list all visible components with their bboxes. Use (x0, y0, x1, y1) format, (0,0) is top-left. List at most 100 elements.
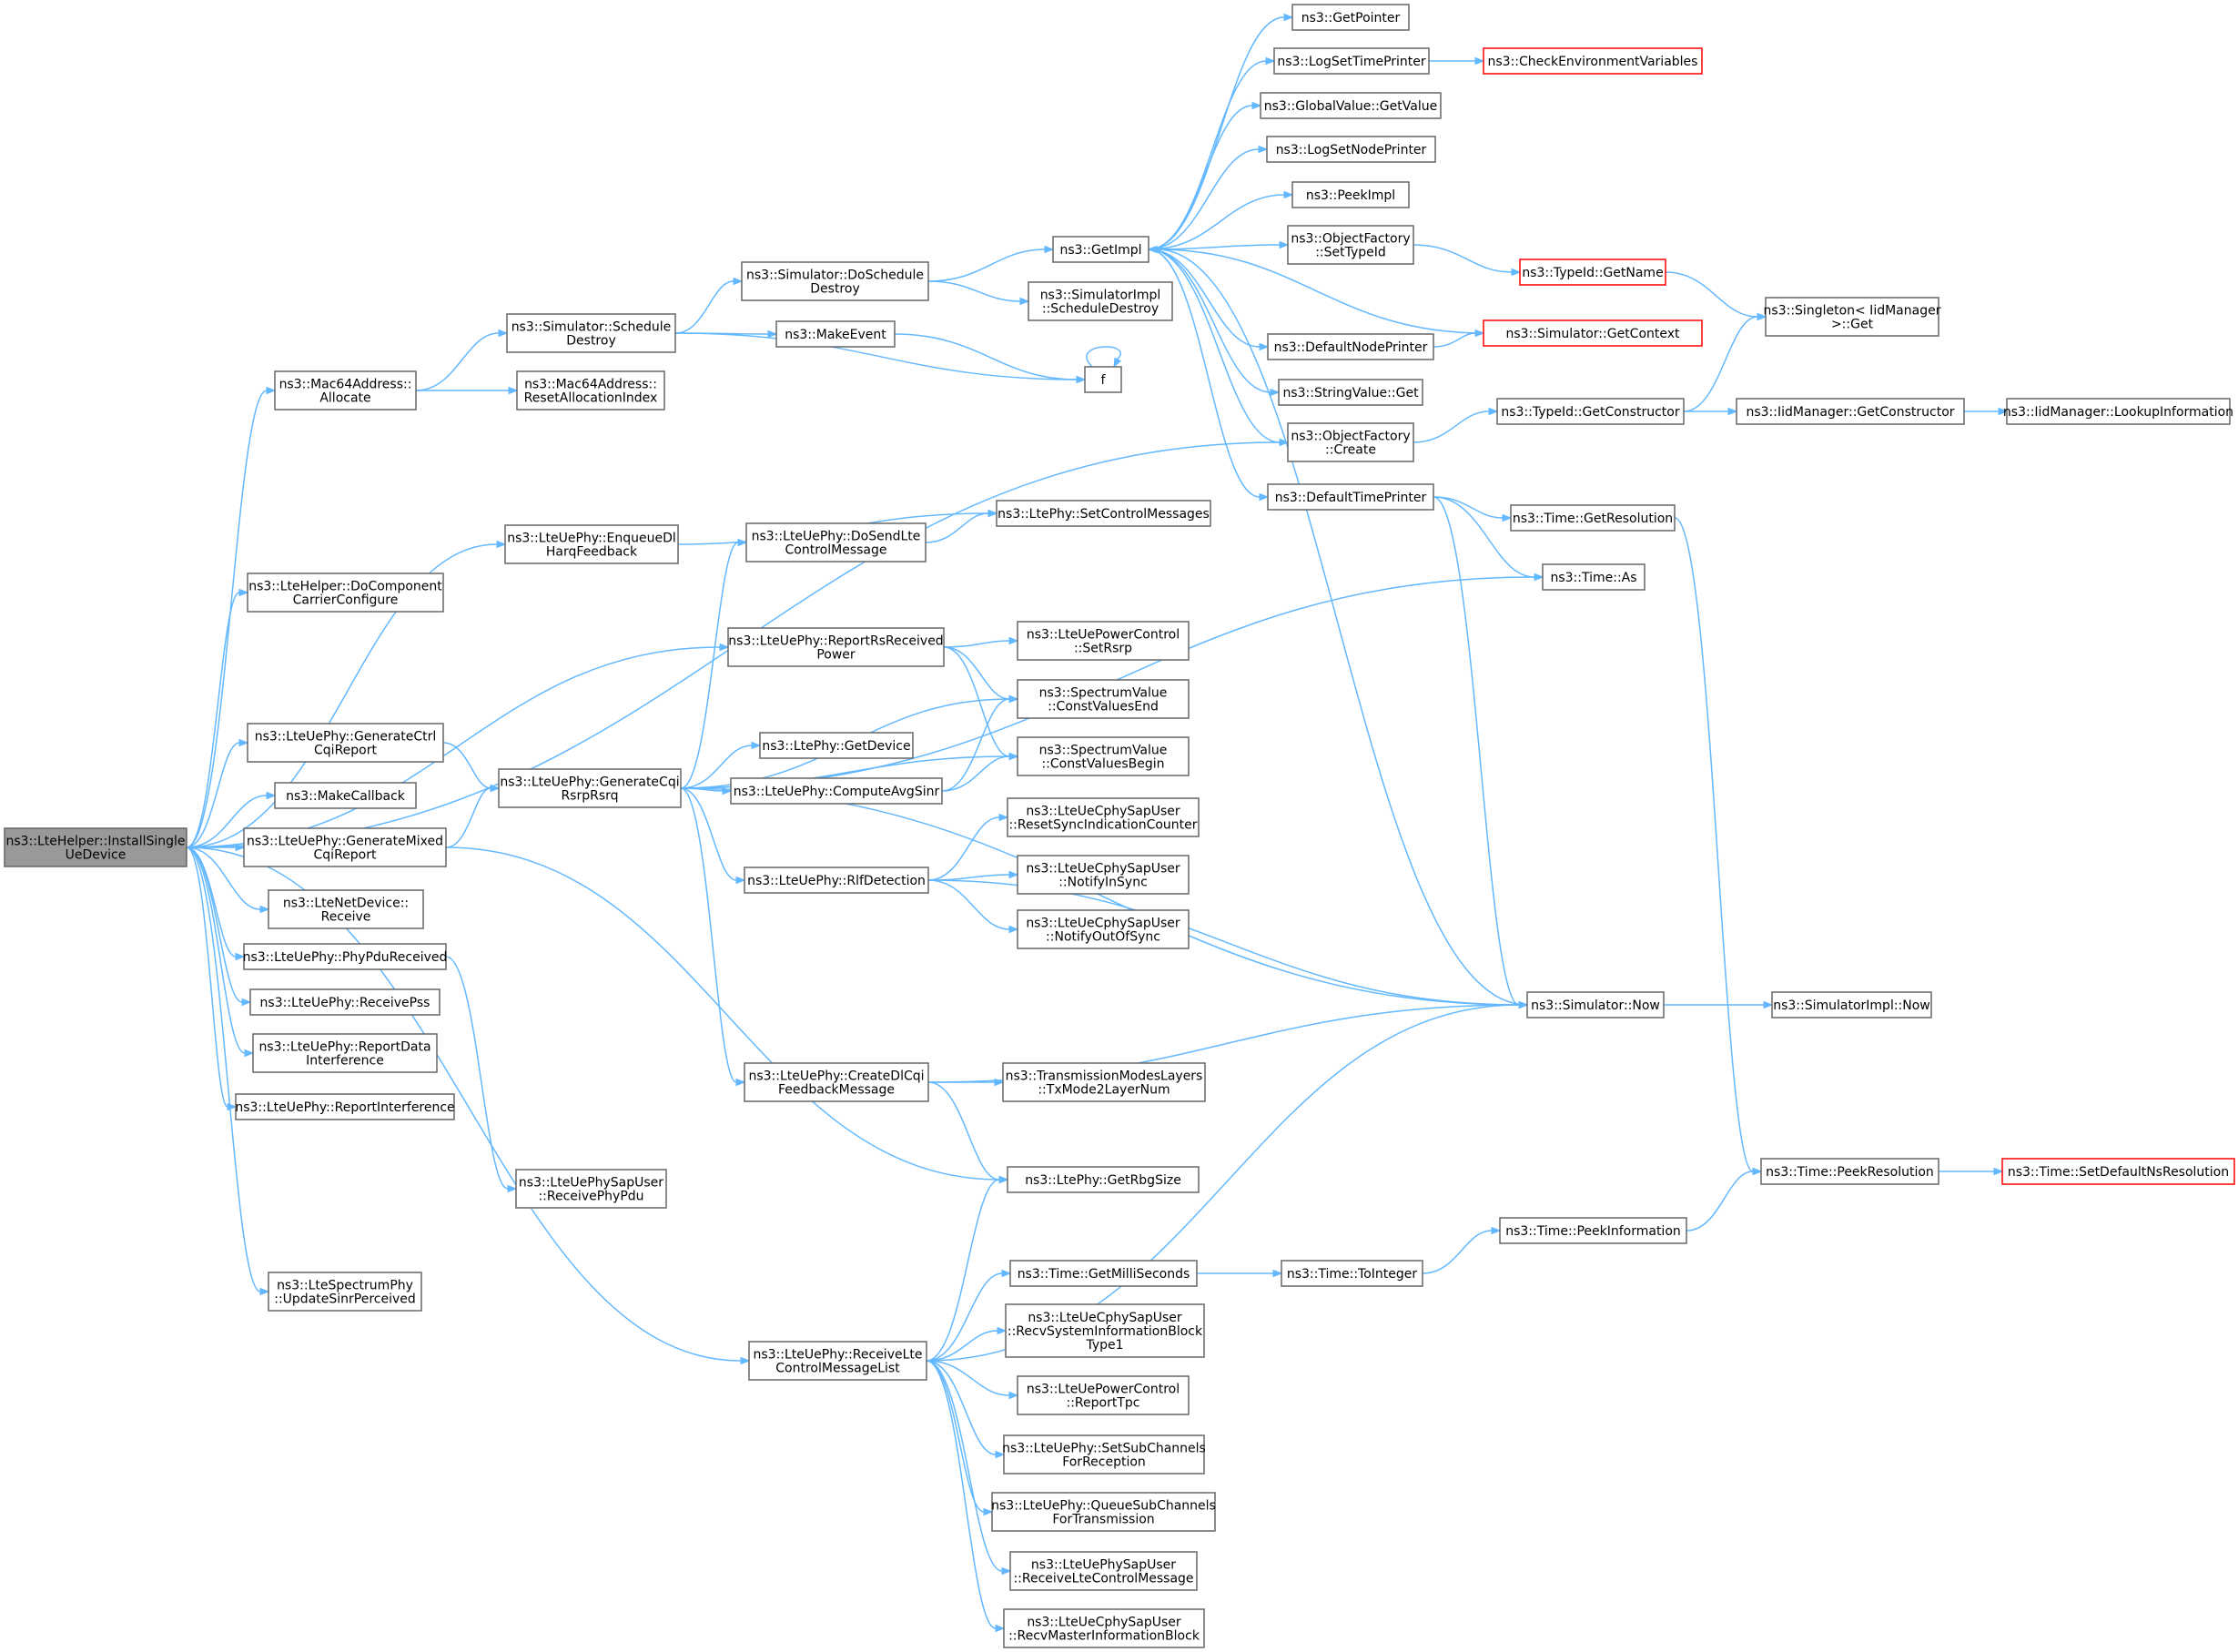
node-reporttpc[interactable]: ns3::LteUePowerControl::ReportTpc (1017, 1375, 1190, 1415)
node-mac-reset[interactable]: ns3::Mac64Address::ResetAllocationIndex (516, 370, 665, 410)
node-sim-schedd[interactable]: ns3::Simulator::ScheduleDestroy (506, 313, 676, 353)
node-tointeger[interactable]: ns3::Time::ToInteger (1281, 1260, 1423, 1287)
node-queuesub[interactable]: ns3::LteUePhy::QueueSubChannelsForTransm… (991, 1492, 1216, 1532)
node-typeidname[interactable]: ns3::TypeId::GetName (1519, 258, 1666, 286)
node-peekres[interactable]: ns3::Time::PeekResolution (1760, 1158, 1939, 1185)
node-getdevice[interactable]: ns3::LtePhy::GetDevice (759, 732, 914, 759)
node-f[interactable]: f (1084, 366, 1122, 393)
node-repintf[interactable]: ns3::LteUePhy::ReportInterference (235, 1093, 455, 1120)
edge-arrowhead (1019, 297, 1030, 306)
node-setrsrp[interactable]: ns3::LteUePowerControl::SetRsrp (1017, 621, 1190, 661)
node-phypdu[interactable]: ns3::LteUePhy::PhyPduReceived (243, 943, 448, 970)
node-deftime[interactable]: ns3::DefaultTimePrinter (1267, 483, 1434, 511)
node-cvend[interactable]: ns3::SpectrumValue::ConstValuesEnd (1017, 679, 1190, 719)
node-makecb[interactable]: ns3::MakeCallback (274, 782, 417, 809)
node-notifyout[interactable]: ns3::LteUeCphySapUser::NotifyOutOfSync (1017, 909, 1190, 949)
node-rlf[interactable]: ns3::LteUePhy::RlfDetection (744, 867, 929, 894)
edge-line (186, 795, 268, 848)
node-box (249, 988, 441, 1016)
call-edge (941, 694, 1019, 792)
edge-arrowhead (238, 738, 249, 747)
node-box (1499, 1217, 1687, 1244)
node-notifyin[interactable]: ns3::LteUeCphySapUser::NotifyInSync (1017, 855, 1190, 895)
node-label: CarrierConfigure (293, 593, 399, 608)
node-label: FeedbackMessage (778, 1083, 895, 1098)
node-simimplnow[interactable]: ns3::SimulatorImpl::Now (1771, 991, 1932, 1019)
node-peekinfo[interactable]: ns3::Time::PeekInformation (1499, 1217, 1687, 1244)
node-box (1736, 398, 1965, 425)
node-simgetctx[interactable]: ns3::Simulator::GetContext (1483, 319, 1703, 347)
edge-arrowhead (1008, 694, 1019, 704)
node-checkenv[interactable]: ns3::CheckEnvironmentVariables (1483, 47, 1703, 75)
call-edge (927, 245, 1055, 282)
node-updsinr[interactable]: ns3::LteSpectrumPhy::UpdateSinrPerceived (268, 1272, 422, 1312)
node-dcc[interactable]: ns3::LteHelper::DoComponentCarrierConfig… (247, 573, 444, 613)
node-singleton[interactable]: ns3::Singleton< IidManager>::Get (1764, 297, 1941, 337)
node-mac-alloc[interactable]: ns3::Mac64Address::Allocate (274, 370, 417, 410)
edge-arrowhead (235, 952, 246, 961)
node-setsubch[interactable]: ns3::LteUePhy::SetSubChannelsForReceptio… (1002, 1434, 1206, 1475)
node-getimpl[interactable]: ns3::GetImpl (1052, 236, 1149, 263)
node-label: ns3::PeekImpl (1306, 188, 1395, 203)
node-label: ns3::LtePhy::GetRbgSize (1025, 1173, 1181, 1188)
node-iidctor[interactable]: ns3::IidManager::GetConstructor (1736, 398, 1965, 425)
node-defnode[interactable]: ns3::DefaultNodePrinter (1267, 333, 1434, 360)
node-ofcreate[interactable]: ns3::ObjectFactory::Create (1287, 422, 1414, 462)
node-logsetnode[interactable]: ns3::LogSetNodePrinter (1266, 136, 1436, 163)
node-recvphypdu[interactable]: ns3::LteUePhySapUser::ReceivePhyPdu (515, 1169, 667, 1209)
node-box (991, 1492, 1216, 1532)
node-label: ns3::MakeEvent (785, 328, 886, 342)
node-netdev-recv[interactable]: ns3::LteNetDevice::Receive (268, 889, 424, 929)
node-lookupinfo[interactable]: ns3::IidManager::LookupInformation (2003, 398, 2233, 425)
edge-arrowhead (995, 1450, 1006, 1459)
node-cvbegin[interactable]: ns3::SpectrumValue::ConstValuesBegin (1017, 736, 1190, 776)
node-recvctrl[interactable]: ns3::LteUePhy::ReceiveLteControlMessageL… (748, 1341, 927, 1381)
node-timeres[interactable]: ns3::Time::GetResolution (1510, 504, 1676, 532)
node-timeas[interactable]: ns3::Time::As (1542, 563, 1646, 591)
node-setctrl[interactable]: ns3::LtePhy::SetControlMessages (996, 500, 1211, 527)
node-createdl[interactable]: ns3::LteUePhy::CreateDlCqiFeedbackMessag… (744, 1062, 929, 1102)
node-label: Destroy (810, 282, 859, 297)
node-recvltectrl[interactable]: ns3::LteUePhySapUser::ReceiveLteControlM… (1009, 1551, 1198, 1591)
node-ofsettypeid[interactable]: ns3::ObjectFactory::SetTypeId (1287, 225, 1414, 265)
node-simnow[interactable]: ns3::Simulator::Now (1526, 991, 1665, 1019)
node-avgsinr[interactable]: ns3::LteUePhy::ComputeAvgSinr (730, 777, 943, 805)
node-label: ns3::LteUeCphySapUser (1026, 862, 1180, 877)
node-peekimpl[interactable]: ns3::PeekImpl (1291, 181, 1410, 208)
node-makeevent[interactable]: ns3::MakeEvent (775, 320, 896, 348)
node-typeidctor[interactable]: ns3::TypeId::GetConstructor (1496, 398, 1685, 425)
node-simimpl-sd[interactable]: ns3::SimulatorImpl::ScheduleDestroy (1028, 281, 1173, 321)
node-txmode[interactable]: ns3::TransmissionModesLayers::TxMode2Lay… (1002, 1062, 1206, 1102)
node-getpointer[interactable]: ns3::GetPointer (1291, 4, 1410, 31)
node-box (996, 500, 1211, 527)
node-label: ns3::GetPointer (1301, 11, 1401, 25)
edge-arrowhead (751, 741, 762, 750)
node-getrbg[interactable]: ns3::LtePhy::GetRbgSize (1007, 1166, 1200, 1193)
edge-arrowhead (983, 1507, 994, 1516)
node-label: ns3::LteUePhy::SetSubChannels (1002, 1442, 1206, 1456)
node-strget[interactable]: ns3::StringValue::Get (1278, 379, 1423, 406)
node-setdefres[interactable]: ns3::Time::SetDefaultNsResolution (2001, 1158, 2235, 1185)
node-recvmib[interactable]: ns3::LteUeCphySapUser::RecvMasterInforma… (1003, 1608, 1205, 1648)
node-box (741, 261, 929, 301)
node-label: Type1 (1085, 1338, 1123, 1353)
node-recvpss[interactable]: ns3::LteUePhy::ReceivePss (249, 988, 441, 1016)
call-edge (1197, 1269, 1283, 1278)
node-getms[interactable]: ns3::Time::GetMilliSeconds (1009, 1260, 1198, 1287)
node-gvgetvalue[interactable]: ns3::GlobalValue::GetValue (1260, 92, 1442, 119)
node-box (744, 1062, 929, 1102)
call-edge (680, 538, 748, 789)
node-recvsib[interactable]: ns3::LteUeCphySapUser::RecvSystemInforma… (1005, 1303, 1205, 1358)
node-logsettime[interactable]: ns3::LogSetTimePrinter (1273, 47, 1430, 75)
edge-arrowhead (1279, 240, 1290, 249)
node-resetsync[interactable]: ns3::LteUeCphySapUser::ResetSyncIndicati… (1007, 797, 1200, 837)
